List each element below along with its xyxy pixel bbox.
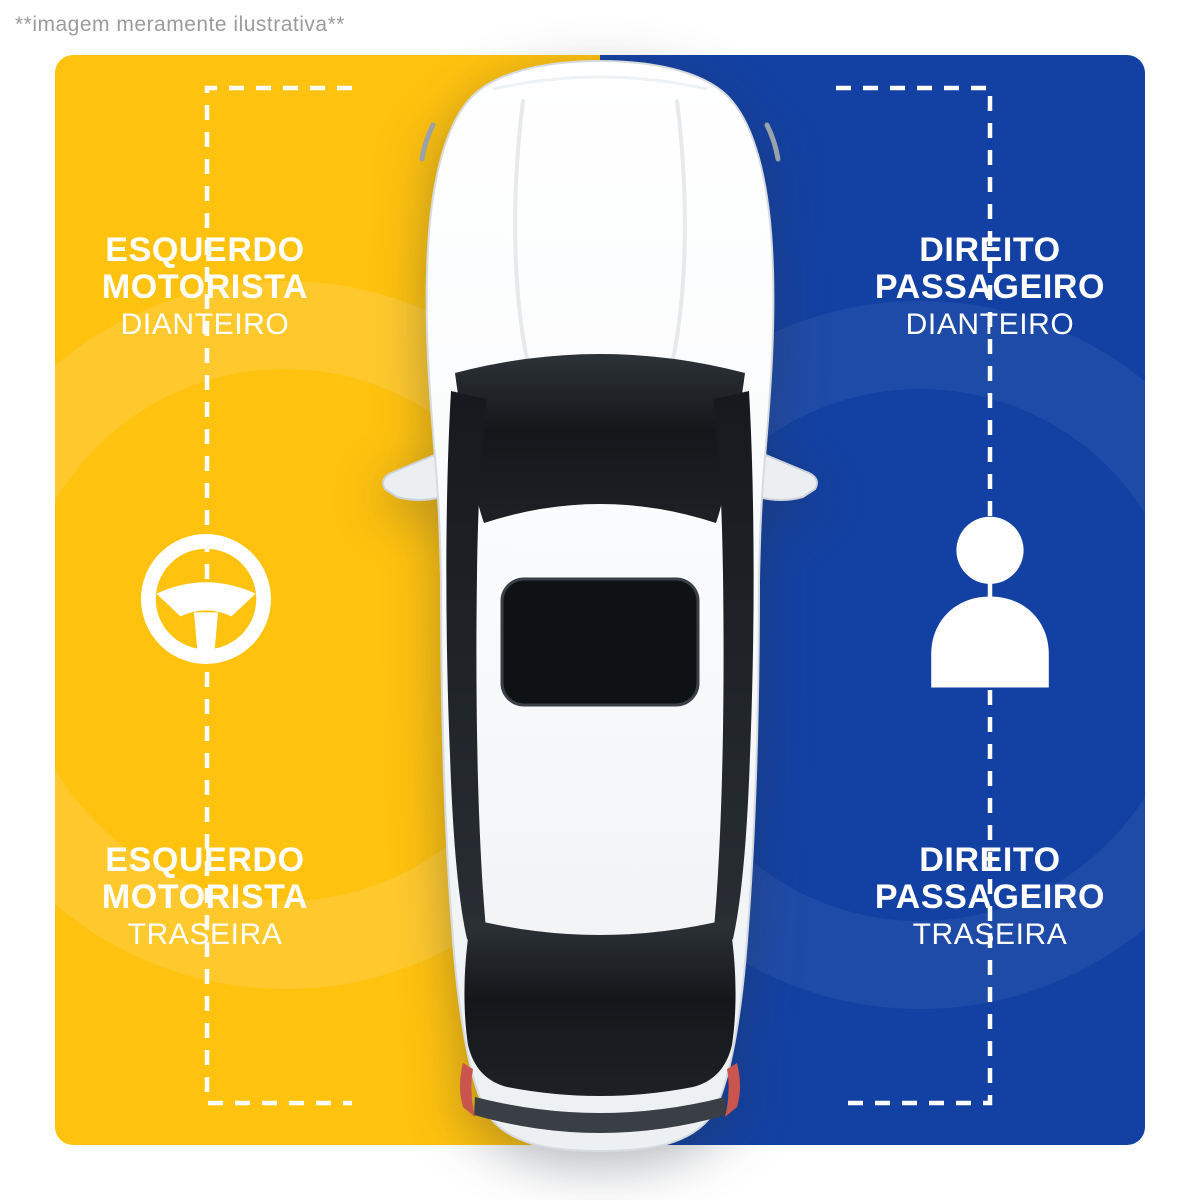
- left-mirror: [382, 451, 443, 501]
- front-edge-highlight: [492, 75, 708, 91]
- label-line: MOTORISTA: [101, 268, 309, 306]
- label-line: TRASEIRA: [912, 918, 1068, 951]
- label-left-front: ESQUERDO MOTORISTA DIANTEIRO: [102, 232, 308, 343]
- left-taillight: [460, 1063, 475, 1117]
- hood-crease-right: [671, 99, 687, 361]
- hood-crease-left: [513, 99, 529, 361]
- disclaimer-text: **imagem meramente ilustrativa**: [15, 13, 345, 36]
- label-left-rear: ESQUERDO MOTORISTA TRASEIRA: [102, 842, 308, 953]
- left-side-glass: [446, 391, 489, 959]
- right-taillight: [725, 1063, 740, 1117]
- person-icon: [931, 516, 1049, 688]
- label-line: DIREITO: [919, 231, 1061, 269]
- label-line: DIREITO: [919, 841, 1061, 879]
- steering-wheel-icon: [141, 534, 271, 664]
- label-line: PASSAGEIRO: [874, 878, 1106, 916]
- label-line: ESQUERDO: [105, 841, 305, 879]
- windshield-glass: [455, 354, 745, 523]
- right-headlight-edge: [764, 122, 781, 162]
- label-line: TRASEIRA: [127, 918, 283, 951]
- car-top-view-illustration: [382, 59, 818, 1153]
- left-headlight-edge: [419, 122, 436, 162]
- right-mirror: [757, 451, 818, 501]
- label-line: DIANTEIRO: [905, 308, 1075, 341]
- label-right-front: DIREITO PASSAGEIRO DIANTEIRO: [875, 232, 1105, 343]
- label-line: ESQUERDO: [105, 231, 305, 269]
- rear-bumper: [474, 1097, 726, 1133]
- label-line: PASSAGEIRO: [874, 268, 1106, 306]
- right-side-glass: [711, 391, 754, 959]
- label-line: DIANTEIRO: [120, 308, 290, 341]
- label-line: MOTORISTA: [101, 878, 309, 916]
- rear-glass: [464, 919, 736, 1096]
- label-right-rear: DIREITO PASSAGEIRO TRASEIRA: [875, 842, 1105, 953]
- sunroof: [500, 577, 700, 707]
